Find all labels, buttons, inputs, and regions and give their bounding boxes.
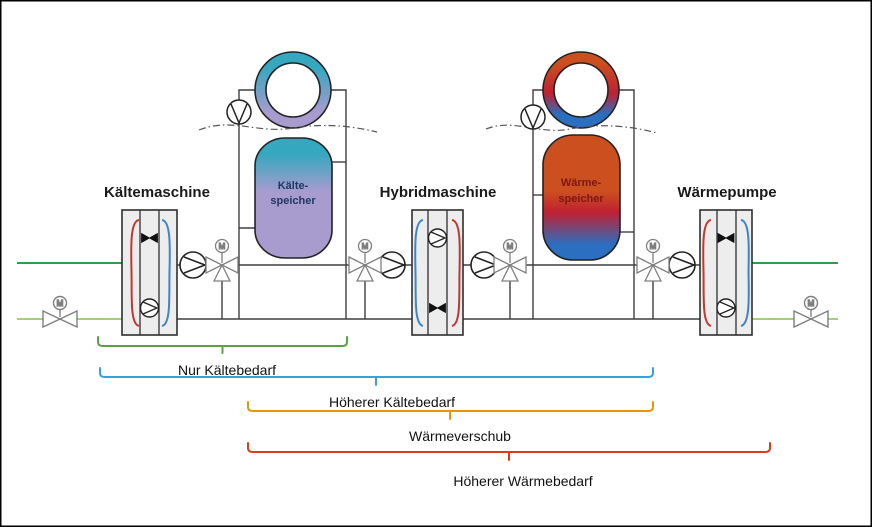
cold-ring-inner-outline [265, 62, 321, 118]
warm-ring-band [543, 52, 619, 128]
pump-icon [179, 251, 208, 279]
warm-ring-inner-outline [553, 62, 609, 118]
warm-right-riser-pipe [617, 89, 635, 319]
heat-pump-dividers [716, 210, 737, 335]
cold-right-riser-pipe [329, 89, 347, 319]
cold-ring-band [255, 52, 331, 128]
cold-ring [254, 51, 332, 129]
compressor-icon [716, 298, 736, 318]
compressor-triangle [142, 301, 159, 315]
label-hoeherer-kaeltebedarf: Höherer Kältebedarf [329, 394, 455, 410]
shutoff-valves: M M [42, 295, 829, 329]
cold-ring-outer-outline [254, 51, 332, 129]
hybrid-dividers [427, 210, 448, 335]
three-way-valve-icon: M [493, 238, 527, 282]
three-way-valve-icon: M [348, 238, 382, 282]
warm-left-riser-pipe [532, 89, 546, 319]
hot-coil-icon [130, 219, 140, 327]
label-hoeherer-waermebedarf: Höherer Wärmebedarf [453, 473, 592, 489]
warm-ring [542, 51, 620, 129]
pump-icon [668, 251, 697, 279]
cold-left-riser-pipe [238, 89, 257, 319]
system-boundary-lines [198, 124, 658, 134]
cold-loop-pump-icon [226, 99, 252, 125]
circulation-pumps [179, 251, 697, 279]
warm-tank-body [542, 134, 621, 261]
chiller-label: Kältemaschine [104, 184, 210, 201]
chiller-dividers [139, 210, 160, 335]
bracket-waermeverschub [247, 401, 654, 420]
expansion-valve-icon [141, 232, 158, 244]
cold-storage-tank: Kälte- speicher [254, 137, 333, 259]
motor-valve-icon: M [42, 295, 78, 329]
cold-tank-label-line1: Kälte- [278, 180, 309, 192]
riser-pumps [226, 99, 546, 130]
warm-tank-label-line2: speicher [558, 193, 604, 205]
cold-tank-body [254, 137, 333, 259]
motor-label: M [507, 242, 514, 251]
warm-ring-outer-outline [542, 51, 620, 129]
motor-label: M [219, 242, 226, 251]
motor-label: M [808, 299, 815, 308]
pump-icon [378, 251, 407, 279]
expansion-valve-icon [429, 302, 446, 314]
bracket-nur-kaeltebedarf [97, 336, 348, 354]
warm-boundary-wave [485, 124, 658, 134]
chiller-machine [121, 209, 178, 336]
motor-label: M [362, 242, 369, 251]
hybrid-label: Hybridmaschine [380, 184, 497, 201]
hot-coil-icon [451, 219, 461, 327]
motor-label: M [57, 299, 64, 308]
three-way-valve-icon: M [636, 238, 670, 282]
hot-coil-icon [702, 219, 712, 327]
bracket-hoeherer-kaeltebedarf [99, 367, 654, 386]
three-way-valves: M M M M [205, 238, 670, 282]
bracket-hoeherer-waermebedarf [247, 442, 771, 461]
mode-brackets [97, 336, 771, 461]
label-nur-kaeltebedarf: Nur Kältebedarf [178, 362, 276, 378]
cold-tank-label-line2: speicher [270, 195, 316, 207]
motor-valve-icon: M [793, 295, 829, 329]
heat-pump-label: Wärmepumpe [677, 184, 776, 201]
pump-icon [470, 251, 499, 279]
hybrid-machine [411, 209, 464, 336]
motor-label: M [650, 242, 657, 251]
cold-coil-icon [161, 219, 171, 327]
warm-storage-tank: Wärme- speicher [542, 134, 621, 261]
cold-coil-icon [740, 219, 750, 327]
three-way-valve-icon: M [205, 238, 239, 282]
label-waermeverschub: Wärmeverschub [409, 428, 511, 444]
expansion-valve-icon [717, 232, 735, 244]
warm-tank-label-line1: Wärme- [561, 177, 602, 189]
compressor-triangle [719, 301, 736, 315]
cold-coil-icon [414, 219, 424, 327]
heat-pump-machine [699, 209, 753, 336]
compressor-triangle [430, 231, 447, 245]
warm-loop-pump-icon [520, 104, 546, 130]
